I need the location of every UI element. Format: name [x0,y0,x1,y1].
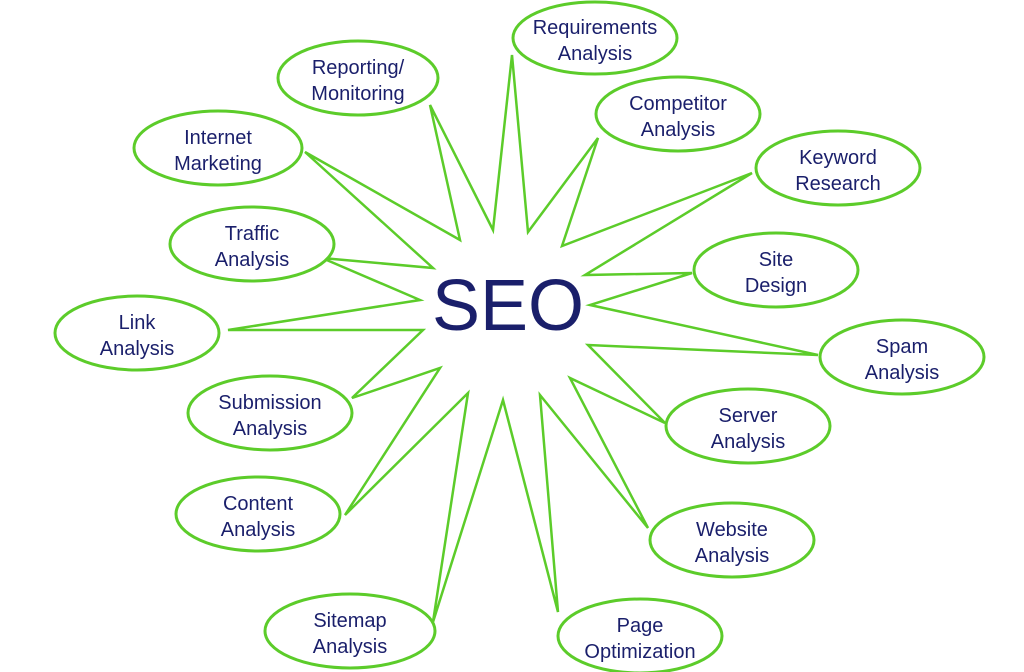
topic-label-line: Analysis [865,362,939,384]
topic-label-line: Traffic [225,223,279,245]
topic-label-line: Analysis [558,43,632,65]
topic-label-line: Research [795,173,881,195]
topic-ellipse [511,0,679,76]
topic-ellipse [174,475,342,553]
topic-ellipse [132,109,304,187]
topic-label-line: Analysis [233,418,307,440]
center-star-burst [227,54,819,623]
topic-ellipse [556,597,724,672]
topic-label-line: Analysis [215,249,289,271]
topic-ellipse [263,592,437,670]
topic-label-line: Server [719,405,778,427]
topic-ellipse [692,231,860,309]
topic-label-line: Analysis [221,519,295,541]
topic-label-line: Analysis [100,338,174,360]
topic-label-line: Submission [218,392,321,414]
topic-ellipse [754,129,922,207]
topic-label-line: Content [223,493,293,515]
topic-label-line: Sitemap [313,610,386,632]
topic-label-line: Requirements [533,17,658,39]
topic-ellipse [648,501,816,579]
topic-ellipse [53,294,221,372]
topic-label-line: Site [759,249,793,271]
topic-label-line: Design [745,275,807,297]
topic-ellipse [594,75,762,153]
topic-label-line: Internet [184,127,252,149]
topic-ellipse [664,387,832,465]
topic-node: Reporting/Monitoring [276,39,440,117]
topic-label-line: Website [696,519,768,541]
topic-label-line: Competitor [629,93,727,115]
topic-label-line: Link [119,312,157,334]
topic-label-line: Marketing [174,153,262,175]
topic-ellipse [276,39,440,117]
topic-label-line: Reporting/ [312,57,405,79]
center-label: SEO [432,266,584,346]
topic-label-line: Analysis [695,545,769,567]
topic-label-line: Page [617,615,664,637]
topic-label-line: Spam [876,336,928,358]
topic-label-line: Keyword [799,147,877,169]
topic-ellipse [168,205,336,283]
topic-label-line: Monitoring [311,83,404,105]
topic-ellipse [818,318,986,396]
topic-label-line: Analysis [711,431,785,453]
topic-label-line: Optimization [584,641,695,663]
topic-label-line: Analysis [313,636,387,658]
topic-label-line: Analysis [641,119,715,141]
topic-ellipse [186,374,354,452]
